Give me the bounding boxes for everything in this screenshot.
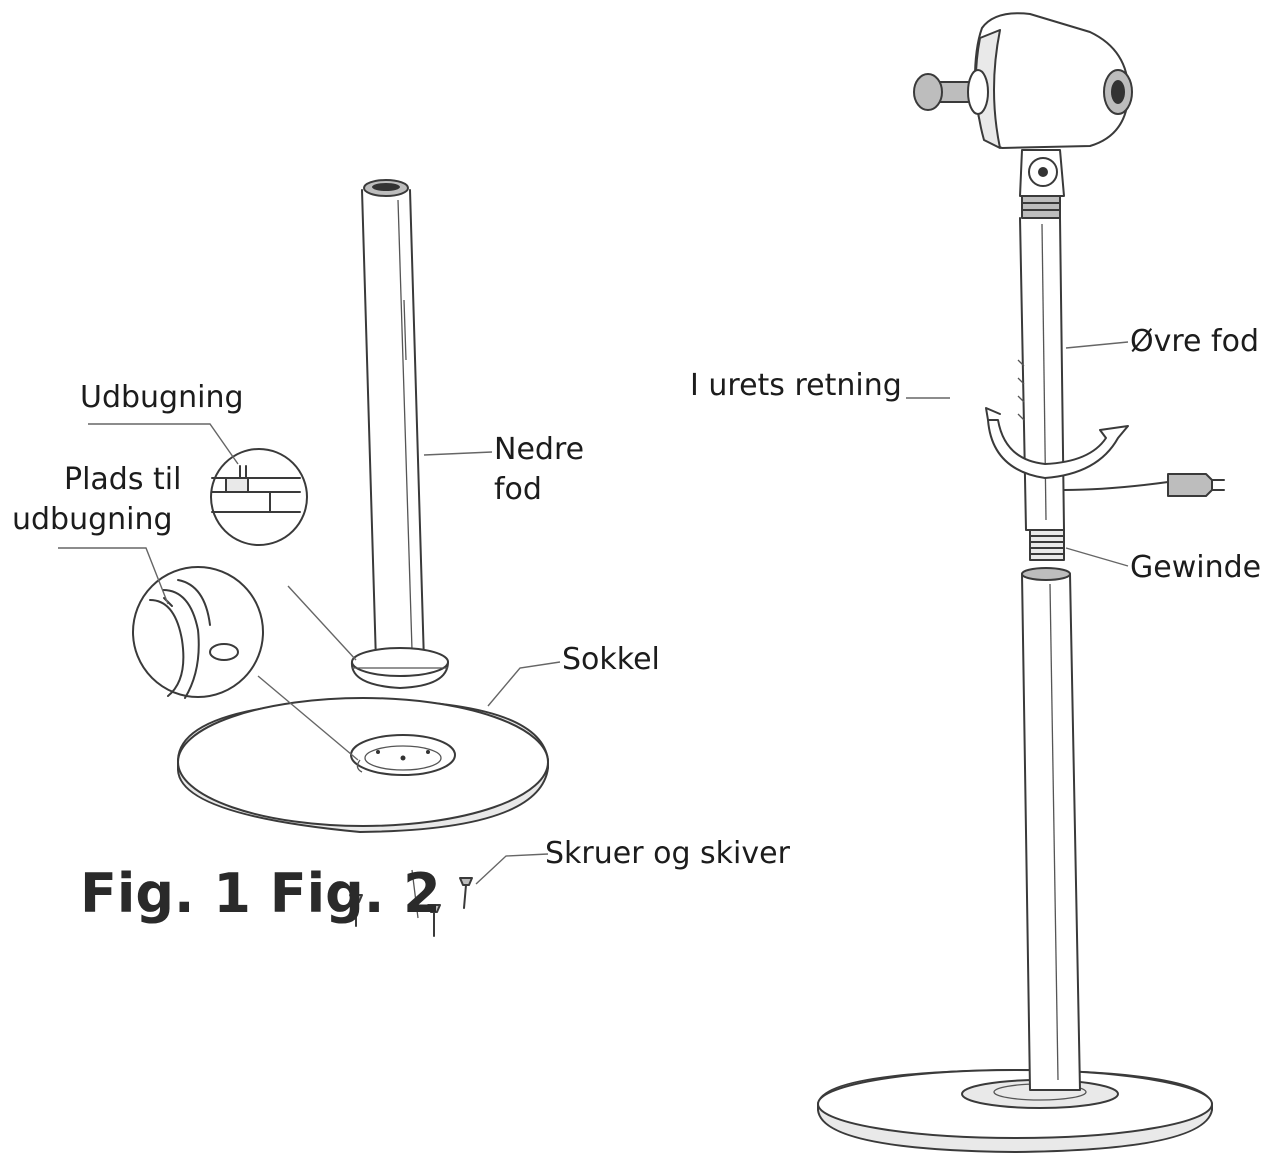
fig2-leader-lines — [906, 341, 1129, 567]
fan-upper-pole — [1017, 195, 1065, 531]
label-skruer-og-skiver: Skruer og skiver — [545, 836, 790, 871]
figure-captions: Fig. 1 Fig. 2 — [80, 862, 441, 926]
base-disc — [177, 697, 549, 833]
thread — [1029, 529, 1065, 561]
screws — [349, 869, 473, 937]
fan-head — [913, 12, 1133, 197]
detail-slot-circle — [132, 566, 264, 699]
fan-lower-pole — [1021, 567, 1081, 1091]
caption-fig2: Fig. 2 — [269, 862, 441, 925]
fig1-drawing — [58, 179, 561, 937]
label-plads-til: Plads til — [64, 462, 182, 497]
clockwise-arrow — [985, 407, 1129, 479]
label-sokkel: Sokkel — [562, 642, 660, 677]
label-i-urets-retning: I urets retning — [690, 368, 902, 403]
caption-fig1: Fig. 1 — [80, 862, 251, 925]
fan-base — [817, 1069, 1213, 1153]
fig1-leader-lines — [58, 423, 561, 885]
detail-bump-circle — [210, 448, 308, 546]
label-fod: fod — [494, 472, 542, 507]
label-udbugning-2: udbugning — [12, 502, 173, 537]
label-gewinde: Gewinde — [1130, 550, 1262, 585]
label-ovre-fod: Øvre fod — [1130, 324, 1259, 359]
label-nedre: Nedre — [494, 432, 585, 467]
lower-pole — [350, 179, 449, 689]
fig2-drawing — [817, 12, 1225, 1153]
power-cord — [1063, 473, 1225, 497]
label-udbugning: Udbugning — [80, 380, 244, 415]
